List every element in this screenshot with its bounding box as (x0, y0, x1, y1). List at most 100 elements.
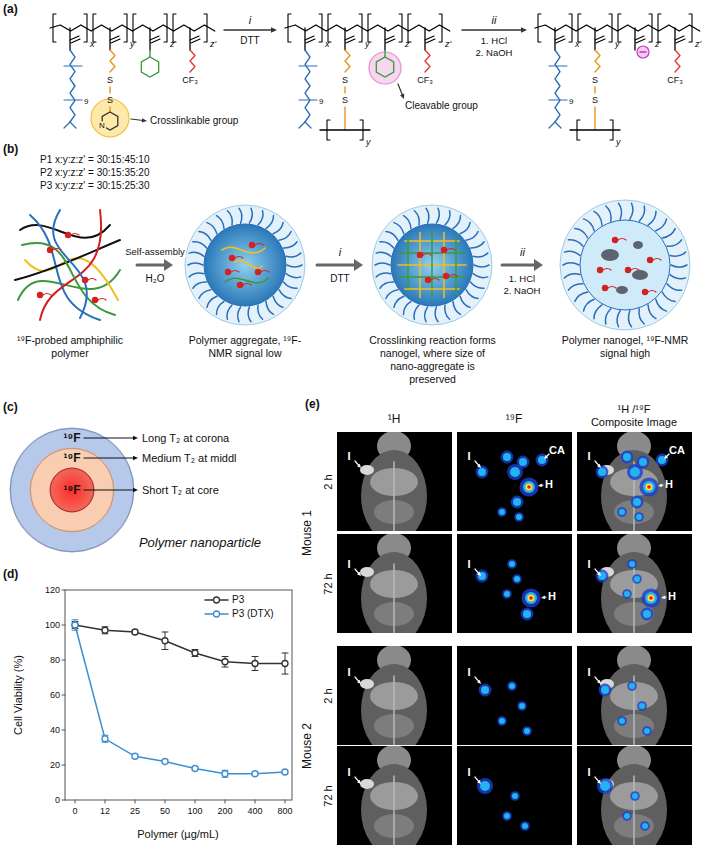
art-path (235, 260, 262, 268)
process-arrow (317, 259, 363, 271)
art-line (62, 695, 65, 696)
art-circle (597, 267, 603, 273)
art-line (151, 39, 160, 43)
art-line (443, 233, 445, 298)
row-label: 72 h (322, 573, 335, 594)
image-annotation: I (467, 450, 470, 463)
shell-circle: ¹⁹F¹⁹F (30, 448, 114, 532)
art-line (344, 87, 345, 93)
art-polygon (664, 455, 668, 459)
art-path (217, 216, 225, 229)
art-line (305, 122, 311, 128)
art-path (84, 14, 87, 42)
art-circle (192, 650, 198, 656)
mri-image (577, 534, 692, 633)
tick-label: 400 (247, 806, 262, 816)
art-line (62, 590, 65, 591)
image-annotation: I (467, 558, 470, 571)
art-line (475, 569, 479, 574)
art-path (639, 309, 644, 324)
art-line (393, 564, 395, 633)
art-path (359, 14, 362, 42)
art-rect (577, 432, 692, 531)
subscript-label: y (615, 39, 620, 49)
art-path (425, 50, 430, 72)
art-circle (527, 485, 531, 489)
art-circle (480, 781, 490, 791)
art-path (22, 243, 115, 315)
reagent-label: H₂O (146, 273, 165, 285)
art-path (689, 14, 692, 42)
art-path (639, 206, 644, 221)
art-path (449, 275, 457, 277)
art-circle (65, 232, 71, 238)
art-path (618, 14, 621, 42)
art-circle (629, 683, 635, 689)
art-circle (647, 485, 651, 489)
art-circle (102, 627, 108, 633)
image-annotation: I (587, 766, 590, 779)
art-ellipse (632, 270, 648, 280)
art-line (674, 28, 675, 50)
tick-label: 50 (160, 806, 170, 816)
art-path (15, 240, 120, 280)
composition-label: P3 x:y:z:z' = 30:15:25:30 (40, 180, 149, 192)
art-path (266, 216, 274, 229)
art-polygon (164, 259, 173, 271)
art-circle (519, 477, 538, 496)
art-circle (502, 589, 512, 599)
composition-label: P1 x:y:z:z' = 30:15:45:10 (40, 154, 149, 166)
art-path (199, 232, 211, 241)
art-path (98, 299, 106, 301)
atom-label: S (592, 75, 598, 85)
art-line (69, 28, 70, 50)
art-circle (214, 597, 220, 603)
stage-caption: Crosslinking reaction forms nanogel, whe… (367, 334, 498, 387)
art-circle (497, 507, 507, 517)
art-circle (599, 684, 612, 697)
art-circle (641, 608, 654, 621)
art-circle (519, 458, 527, 466)
art-circle (639, 458, 647, 466)
art-path (327, 120, 330, 140)
probe-label: ¹⁹F (33, 451, 111, 465)
art-polygon (400, 94, 404, 99)
art-circle (477, 778, 493, 794)
art-circle (645, 592, 657, 604)
art-line (62, 800, 65, 801)
art-path (199, 290, 211, 299)
art-path (617, 311, 620, 327)
art-polygon (357, 464, 361, 468)
art-line (72, 619, 78, 620)
image-annotation: CA (669, 444, 685, 457)
art-path (610, 120, 613, 140)
art-line (224, 29, 272, 31)
art-path (671, 265, 687, 267)
art-circle (560, 200, 690, 330)
art-rect (457, 746, 572, 845)
art-line (400, 276, 465, 278)
art-polygon (538, 483, 542, 487)
art-line (225, 800, 226, 803)
art-polygon (354, 259, 363, 271)
art-line (149, 28, 150, 50)
art-circle (639, 477, 658, 496)
art-rect (577, 646, 692, 745)
art-path (594, 305, 602, 319)
mri-image (457, 432, 572, 531)
panel-letter: (d) (3, 568, 18, 582)
art-line (255, 800, 256, 803)
art-polyline (75, 625, 285, 664)
art-line (344, 107, 345, 130)
art-line (633, 564, 635, 633)
stage-node: Polymer nanogel, ¹⁹F-NMR signal high (545, 200, 705, 362)
art-path (404, 216, 412, 229)
art-path (249, 208, 252, 223)
art-path (261, 271, 269, 273)
row-label: Mouse 1 (301, 510, 315, 556)
art-path (575, 229, 588, 238)
art-line (594, 28, 595, 50)
art-circle (92, 297, 98, 303)
art-path (569, 14, 572, 42)
art-path (394, 223, 404, 234)
